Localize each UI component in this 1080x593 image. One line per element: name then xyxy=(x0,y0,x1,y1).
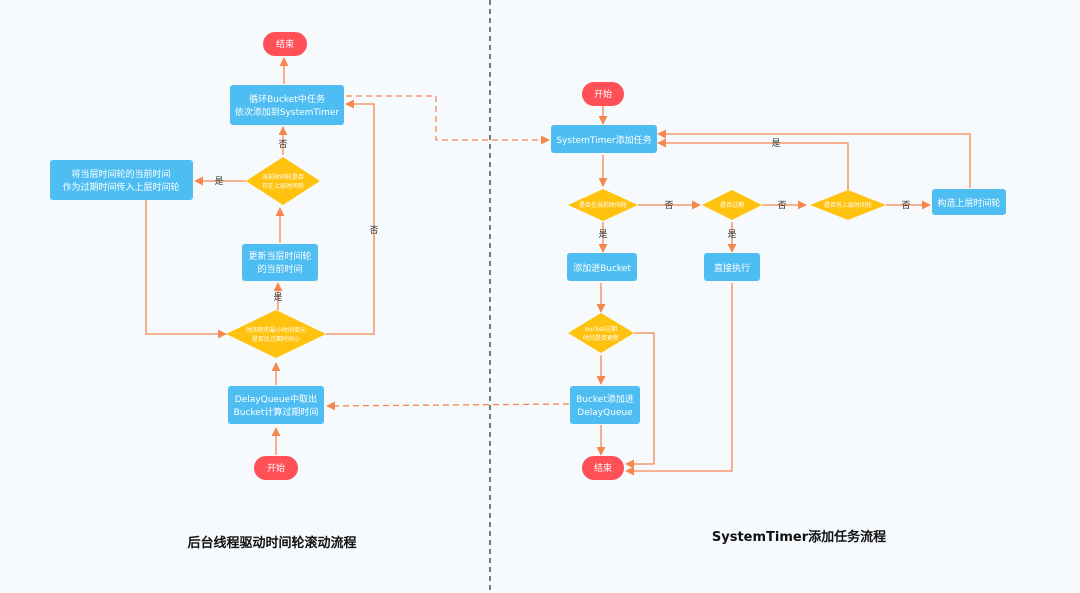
svg-text:构造上层时间轮: 构造上层时间轮 xyxy=(937,197,1000,209)
right-cond-upper-decision: 是否有上层时间轮 xyxy=(810,190,886,220)
svg-text:依次添加到SystemTimer: 依次添加到SystemTimer xyxy=(235,106,340,118)
left-update-process: 更新当层时间轮 的当前时间 xyxy=(242,244,318,281)
right-caption: SystemTimer添加任务流程 xyxy=(712,529,886,545)
svg-text:DelayQueue: DelayQueue xyxy=(577,408,633,418)
left-start-terminal: 开始 xyxy=(254,456,298,480)
left-set-upper-process: 将当层时间轮的当前时间 作为过期时间传入上层时间轮 xyxy=(50,160,193,200)
svg-text:Bucket添加进: Bucket添加进 xyxy=(576,394,634,405)
svg-text:的当前时间: 的当前时间 xyxy=(257,263,302,275)
right-yes-label-1: 是 xyxy=(598,229,607,240)
right-start-terminal: 开始 xyxy=(582,82,624,106)
svg-text:Bucket计算过期时间: Bucket计算过期时间 xyxy=(234,406,319,418)
left-no-label-2: 否 xyxy=(369,225,378,236)
left-cond-upper-decision: 当前时间轮是否 存在上层时间轮 xyxy=(246,157,320,205)
left-no-label-1: 否 xyxy=(278,139,287,150)
svg-text:将当层时间轮的当前时间: 将当层时间轮的当前时间 xyxy=(71,168,170,180)
svg-text:开始: 开始 xyxy=(267,462,285,474)
edge-loop-to-addtask xyxy=(346,95,550,145)
svg-text:时间轮的最小时间单元: 时间轮的最小时间单元 xyxy=(246,326,306,334)
right-cond-bucket-decision: bucket过期 时间是否更新 xyxy=(568,313,634,353)
right-no-label-3: 否 xyxy=(901,200,910,211)
left-yes-label-2: 是 xyxy=(214,176,223,187)
right-yes-label-3: 是 xyxy=(771,138,780,149)
edge-execute-to-end xyxy=(625,283,733,476)
svg-text:是否比过期时间小: 是否比过期时间小 xyxy=(252,335,300,343)
svg-text:DelayQueue中取出: DelayQueue中取出 xyxy=(235,393,317,405)
right-end-terminal: 结束 xyxy=(582,456,624,480)
svg-text:循环Bucket中任务: 循环Bucket中任务 xyxy=(249,93,325,105)
svg-text:是否有上层时间轮: 是否有上层时间轮 xyxy=(824,201,872,209)
svg-text:结束: 结束 xyxy=(276,38,294,50)
svg-text:存在上层时间轮: 存在上层时间轮 xyxy=(262,182,304,190)
edge-build-to-addtask xyxy=(657,129,971,188)
right-add-bucket-process: 添加进Bucket xyxy=(567,253,637,281)
right-cond-expired-decision: 是否过期 xyxy=(702,190,762,220)
right-bucket-dq-process: Bucket添加进 DelayQueue xyxy=(570,386,640,424)
svg-text:开始: 开始 xyxy=(594,88,612,100)
right-no-label-1: 否 xyxy=(664,200,673,211)
svg-text:当前时间轮是否: 当前时间轮是否 xyxy=(262,173,304,181)
svg-text:结束: 结束 xyxy=(594,462,612,474)
svg-text:时间是否更新: 时间是否更新 xyxy=(583,334,619,342)
svg-text:是否过期: 是否过期 xyxy=(720,201,744,209)
right-execute-process: 直接执行 xyxy=(704,253,760,281)
svg-text:bucket过期: bucket过期 xyxy=(585,325,617,333)
right-add-task-process: SystemTimer添加任务 xyxy=(551,125,657,153)
edge-condupper-yes-addtask xyxy=(657,138,849,190)
edge-setupper-to-condmin xyxy=(145,200,227,339)
left-yes-label-1: 是 xyxy=(273,292,282,303)
svg-text:更新当层时间轮: 更新当层时间轮 xyxy=(248,250,311,262)
edge-condbucket-no-end xyxy=(625,332,655,469)
right-build-upper-process: 构造上层时间轮 xyxy=(932,189,1006,215)
left-loop-process: 循环Bucket中任务 依次添加到SystemTimer xyxy=(230,85,344,125)
edge-condmin-no-loop xyxy=(326,99,375,335)
right-no-label-2: 否 xyxy=(777,200,786,211)
left-cond-min-decision: 时间轮的最小时间单元 是否比过期时间小 xyxy=(226,310,326,358)
edge-bucketdq-to-delayqueue xyxy=(326,401,570,411)
left-delayqueue-process: DelayQueue中取出 Bucket计算过期时间 xyxy=(228,386,324,424)
svg-text:SystemTimer添加任务: SystemTimer添加任务 xyxy=(556,134,651,146)
right-cond-current-decision: 是否在当前时间轮 xyxy=(568,189,638,221)
svg-text:直接执行: 直接执行 xyxy=(714,262,750,274)
svg-text:是否在当前时间轮: 是否在当前时间轮 xyxy=(579,201,627,209)
left-end-terminal: 结束 xyxy=(263,32,307,56)
svg-text:添加进Bucket: 添加进Bucket xyxy=(573,263,631,274)
svg-text:作为过期时间传入上层时间轮: 作为过期时间传入上层时间轮 xyxy=(62,181,179,193)
right-yes-label-2: 是 xyxy=(727,229,736,240)
left-caption: 后台线程驱动时间轮滚动流程 xyxy=(187,535,356,551)
